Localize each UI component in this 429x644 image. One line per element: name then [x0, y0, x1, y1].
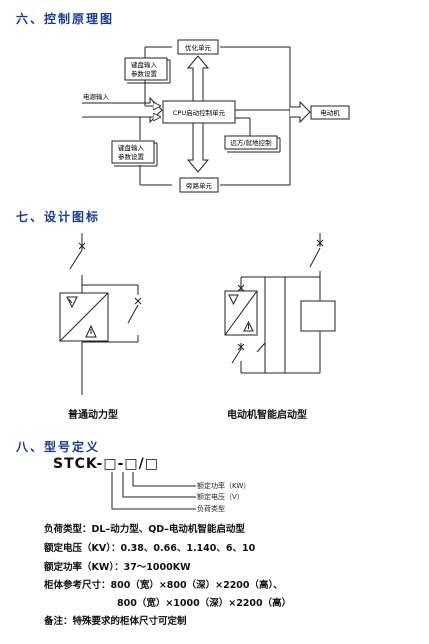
power-input-label: 电源输入: [83, 92, 110, 101]
spec-voltage: 额定电压（KV）：0.38、0.66、1.140、6、10: [44, 543, 256, 554]
model-leaders: [100, 470, 300, 520]
model-label-load: 负荷类型: [197, 505, 225, 513]
design-icons: [0, 225, 429, 395]
kb-top-line1: 键盘输入: [131, 60, 158, 69]
bypass-label: 旁路单元: [186, 181, 213, 190]
remote-label: 远方/就地控制: [230, 138, 272, 147]
model-label-voltage: 额定电压（V）: [197, 493, 244, 501]
cpu-label: CPU启动控制单元: [173, 108, 226, 117]
kb-bot-line2: 参数设置: [118, 152, 145, 161]
spec-power: 额定功率（KW）：37～1000KW: [44, 562, 191, 573]
section-6-heading: 六、控制原理图: [16, 12, 115, 26]
spec-size-2: 800（宽）×1000（深）×2200（高）: [117, 598, 292, 609]
kb-top-line2: 参数设置: [131, 69, 158, 78]
section-8-heading: 八、型号定义: [16, 440, 101, 454]
control-diagram: 优化单元 键盘输入 参数设置 电源输入 CPU启动控制单元 电动机 键盘输入 参…: [0, 0, 429, 200]
section-7-heading: 七、设计图标: [16, 210, 101, 224]
opt-unit-box: [177, 39, 219, 55]
model-label-power: 额定功率（KW）: [197, 482, 251, 490]
model-code: STCK-□-□/□: [53, 456, 159, 472]
kb-bot-line1: 键盘输入: [118, 143, 145, 152]
right-icon-caption: 电动机智能启动型: [227, 410, 307, 421]
opt-unit-label: 优化单元: [185, 43, 212, 52]
motor-label: 电动机: [320, 108, 340, 117]
spec-load-type: 负荷类型：DL–动力型、QD–电动机智能启动型: [44, 524, 245, 535]
spec-note: 备注：特殊要求的柜体尺寸可定制: [44, 616, 187, 627]
spec-size-1: 柜体参考尺寸：800（宽）×800（深）×2200（高）、: [44, 580, 283, 591]
left-icon-caption: 普通动力型: [68, 410, 118, 421]
